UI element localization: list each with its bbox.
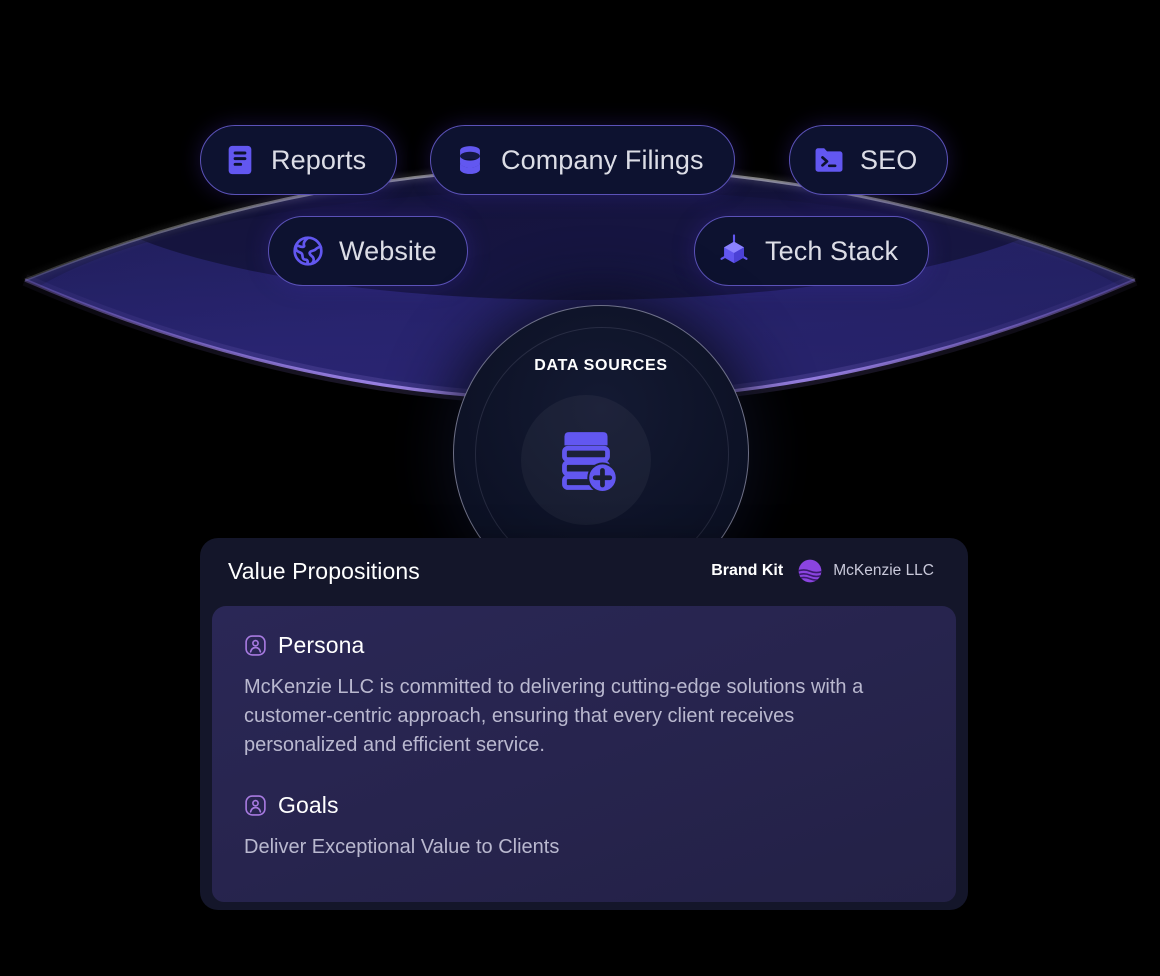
page-title: Value Propositions bbox=[228, 557, 420, 584]
card-header: Value Propositions Brand Kit bbox=[200, 538, 968, 604]
chip-label: Reports bbox=[271, 144, 367, 175]
goals-section: Goals Deliver Exceptional Value to Clien… bbox=[244, 792, 924, 862]
terminal-folder-icon bbox=[815, 148, 843, 172]
data-source-chip-tech-stack[interactable]: Tech Stack bbox=[694, 216, 930, 286]
chip-label: Website bbox=[339, 235, 437, 266]
chip-label: SEO bbox=[860, 144, 918, 175]
goals-title: Goals bbox=[278, 792, 339, 818]
chip-label: Company Filings bbox=[501, 144, 704, 175]
brand-kit-label: Brand Kit bbox=[711, 562, 784, 579]
data-source-chip-website[interactable]: Website bbox=[268, 216, 468, 286]
goals-body: Deliver Exceptional Value to Clients bbox=[244, 836, 560, 858]
data-source-chip-reports[interactable]: Reports bbox=[200, 125, 398, 195]
data-source-chip-seo[interactable]: SEO bbox=[789, 125, 949, 195]
database-stack-icon bbox=[460, 146, 480, 174]
brand-name: McKenzie LLC bbox=[833, 562, 934, 579]
hub-title: DATA SOURCES bbox=[534, 357, 668, 374]
persona-heading: Persona bbox=[244, 632, 924, 659]
chip-label: Tech Stack bbox=[765, 235, 899, 266]
brand-kit-selector[interactable]: McKenzie LLC bbox=[797, 558, 934, 584]
database-add-icon bbox=[562, 432, 618, 493]
value-propositions-panel: Persona McKenzie LLC is committed to del… bbox=[212, 606, 956, 902]
data-source-chip-company-filings[interactable]: Company Filings bbox=[430, 125, 735, 195]
hub-icon-button[interactable] bbox=[521, 395, 651, 525]
report-document-icon bbox=[228, 145, 252, 175]
globe-icon bbox=[293, 236, 323, 266]
person-square-icon bbox=[245, 795, 266, 816]
person-square-icon bbox=[245, 635, 266, 656]
cube-node-icon bbox=[720, 234, 748, 264]
persona-section: Persona McKenzie LLC is committed to del… bbox=[244, 632, 924, 760]
persona-title: Persona bbox=[278, 632, 365, 658]
value-propositions-card: Value Propositions Brand Kit bbox=[200, 538, 968, 910]
card-header-right: Brand Kit McKenzie LLC bbox=[711, 558, 934, 584]
mckenzie-sphere-logo bbox=[798, 559, 822, 583]
goals-heading: Goals bbox=[244, 792, 924, 819]
persona-body: McKenzie LLC is committed to delivering … bbox=[244, 676, 864, 756]
